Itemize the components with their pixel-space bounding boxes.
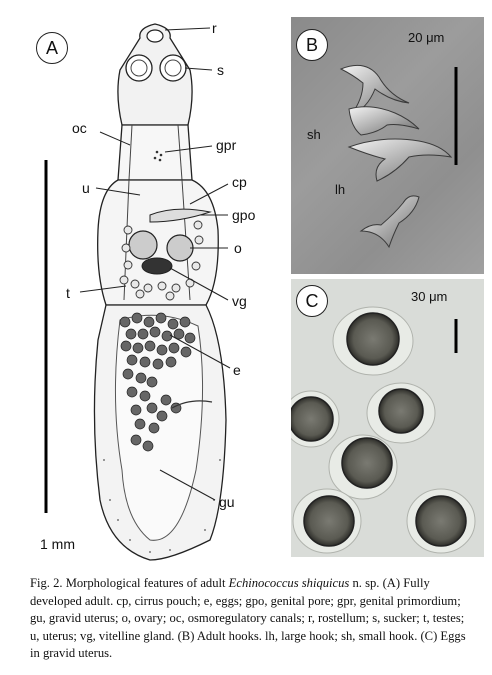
- eggs-drawing: [119, 312, 196, 452]
- caption-body: n. sp. (A) Fully developed adult. cp, ci…: [30, 576, 466, 660]
- scolex-outline: [117, 23, 193, 126]
- large-hook-2: [359, 195, 420, 249]
- egg-3: [341, 437, 393, 489]
- panel-b-micrograph: B 20 μm sh lh: [291, 17, 484, 274]
- label-e: e: [233, 362, 241, 378]
- label-gu: gu: [219, 494, 235, 510]
- egg-5: [303, 495, 355, 547]
- egg-4: [291, 396, 334, 442]
- egg-2: [378, 388, 424, 434]
- small-hook-1: [339, 64, 410, 117]
- hooks-image: [339, 64, 458, 249]
- panel-a-drawing: A: [0, 0, 288, 575]
- ovary-left: [128, 230, 158, 260]
- label-gpo: gpo: [232, 207, 256, 223]
- sucker-right: [159, 54, 187, 82]
- label-o: o: [234, 240, 242, 256]
- label-r: r: [212, 20, 217, 36]
- label-sh: sh: [307, 127, 321, 142]
- caption-prefix: Fig. 2. Morphological features of adult: [30, 576, 229, 590]
- sucker-left: [125, 54, 153, 82]
- large-hook-1: [347, 138, 453, 182]
- scale-label-a: 1 mm: [40, 536, 75, 552]
- label-cp: cp: [232, 174, 247, 190]
- scale-label-b: 20 μm: [408, 30, 445, 45]
- vitelline-gland: [141, 257, 173, 275]
- panel-a-letter: A: [36, 32, 68, 64]
- label-t: t: [66, 285, 70, 301]
- label-lh: lh: [335, 182, 346, 197]
- ovary-right: [166, 234, 194, 262]
- label-gpr: gpr: [216, 137, 237, 153]
- panel-c-micrograph: C 30 μm: [291, 279, 484, 557]
- panel-c-letter: C: [296, 285, 328, 317]
- small-hook-2: [348, 106, 420, 136]
- label-oc: oc: [72, 120, 87, 136]
- label-vg: vg: [232, 293, 247, 309]
- tapeworm-illustration: [44, 23, 231, 561]
- caption-species: Echinococcus shiquicus: [228, 576, 350, 590]
- egg-cores: [291, 312, 467, 547]
- rostellum-shape: [146, 29, 164, 43]
- cirrus-pouch: [149, 208, 212, 223]
- figure-caption: Fig. 2. Morphological features of adult …: [30, 575, 470, 663]
- label-u: u: [82, 180, 90, 196]
- scale-label-c: 30 μm: [411, 289, 448, 304]
- panel-b-letter: B: [296, 29, 328, 61]
- label-s: s: [217, 62, 224, 78]
- egg-6: [415, 495, 467, 547]
- eggs-image: [291, 306, 476, 554]
- egg-1: [346, 312, 400, 366]
